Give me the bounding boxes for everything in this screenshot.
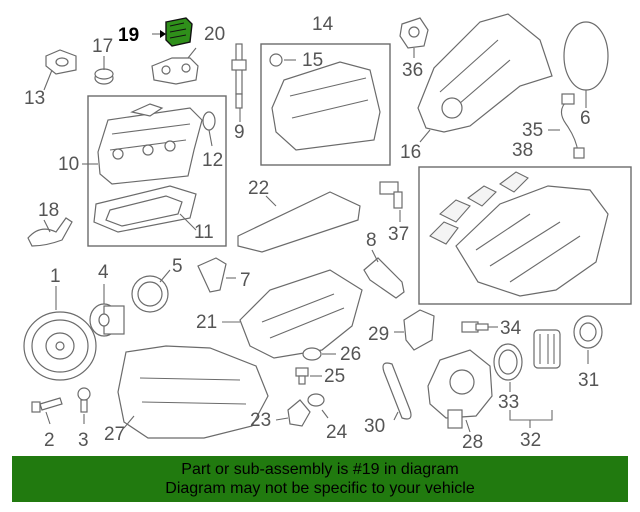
- part-6: [563, 21, 609, 91]
- part-24: [307, 393, 325, 407]
- valve-cover-group-box: [87, 95, 227, 247]
- callout-32: 32: [520, 430, 541, 451]
- callout-28: 28: [462, 432, 483, 453]
- part-28-water-pump: [427, 349, 493, 429]
- callout-10: 10: [58, 154, 79, 175]
- callout-24: 24: [326, 422, 348, 443]
- part-14-engine-cover: [271, 61, 381, 151]
- part-30-belt: [382, 362, 412, 420]
- part-17: [94, 68, 114, 85]
- callout-8: 8: [366, 230, 377, 251]
- callout-20: 20: [204, 24, 225, 45]
- banner-line-2: Diagram may not be specific to your vehi…: [165, 480, 475, 497]
- callout-30: 30: [364, 416, 385, 437]
- part-37: [379, 181, 403, 209]
- callout-11: 11: [194, 222, 214, 243]
- part-20: [151, 57, 199, 85]
- part-38-intake-manifold: [429, 171, 609, 297]
- callout-5: 5: [172, 256, 183, 277]
- callout-34: 34: [500, 318, 522, 339]
- callout-9: 9: [234, 122, 245, 143]
- callout-15: 15: [302, 50, 323, 71]
- part-35: [560, 93, 585, 159]
- part-36: [399, 17, 429, 49]
- callout-7: 7: [240, 270, 251, 291]
- part-21-oil-pan: [239, 269, 363, 359]
- part-2-bolt: [31, 397, 63, 413]
- callout-18: 18: [38, 200, 59, 221]
- callout-27: 27: [104, 424, 125, 445]
- part-19-highlighted[interactable]: [165, 17, 193, 47]
- part-27-lower-pan: [117, 345, 269, 439]
- callout-12: 12: [202, 150, 223, 171]
- callout-19[interactable]: 19: [118, 25, 139, 46]
- part-22-oilpan-gasket: [237, 191, 361, 253]
- part-1-pulley: [23, 311, 97, 381]
- intake-manifold-group-box: [418, 166, 632, 305]
- part-23: [287, 399, 311, 427]
- callout-37: 37: [388, 224, 409, 245]
- part-31: [573, 315, 603, 349]
- parts-diagram: 19 20 17 13 14 15 9 10 12 11 16 36 6 35 …: [23, 13, 632, 453]
- part-29: [403, 309, 435, 351]
- part-11-gasket: [93, 185, 197, 233]
- callout-2: 2: [44, 430, 55, 451]
- callout-3: 3: [78, 430, 89, 451]
- part-13: [45, 49, 77, 75]
- callout-26: 26: [340, 344, 361, 365]
- callout-16: 16: [400, 142, 421, 163]
- part-15: [269, 53, 283, 67]
- part-34: [461, 321, 489, 333]
- callout-25: 25: [324, 366, 345, 387]
- callout-6: 6: [580, 108, 591, 129]
- banner-line-1: Part or sub-assembly is #19 in diagram: [181, 461, 459, 478]
- part-4: [89, 303, 125, 337]
- part-16: [417, 13, 553, 133]
- part-12: [202, 111, 216, 131]
- info-banner: Part or sub-assembly is #19 in diagram D…: [12, 456, 628, 502]
- part-9: [231, 43, 247, 109]
- callout-38: 38: [512, 140, 533, 161]
- callout-35: 35: [522, 120, 543, 141]
- callout-23: 23: [250, 410, 271, 431]
- callout-33: 33: [498, 392, 519, 413]
- callout-31: 31: [578, 370, 599, 391]
- part-10-valve-cover: [97, 103, 203, 185]
- callout-21: 21: [196, 312, 217, 333]
- part-25: [295, 367, 309, 385]
- oil-filter: [533, 329, 561, 369]
- engine-cover-group-box: [260, 43, 391, 166]
- callout-36: 36: [402, 60, 423, 81]
- callout-13: 13: [24, 88, 45, 109]
- callout-17: 17: [92, 36, 113, 57]
- part-7: [197, 257, 227, 293]
- callout-22: 22: [248, 178, 269, 199]
- part-8: [363, 257, 405, 299]
- callout-29: 29: [368, 324, 389, 345]
- callout-14: 14: [312, 14, 334, 35]
- part-3-bolt: [77, 387, 91, 413]
- callout-4: 4: [98, 262, 109, 283]
- callout-1: 1: [50, 266, 61, 287]
- part-26: [302, 347, 322, 361]
